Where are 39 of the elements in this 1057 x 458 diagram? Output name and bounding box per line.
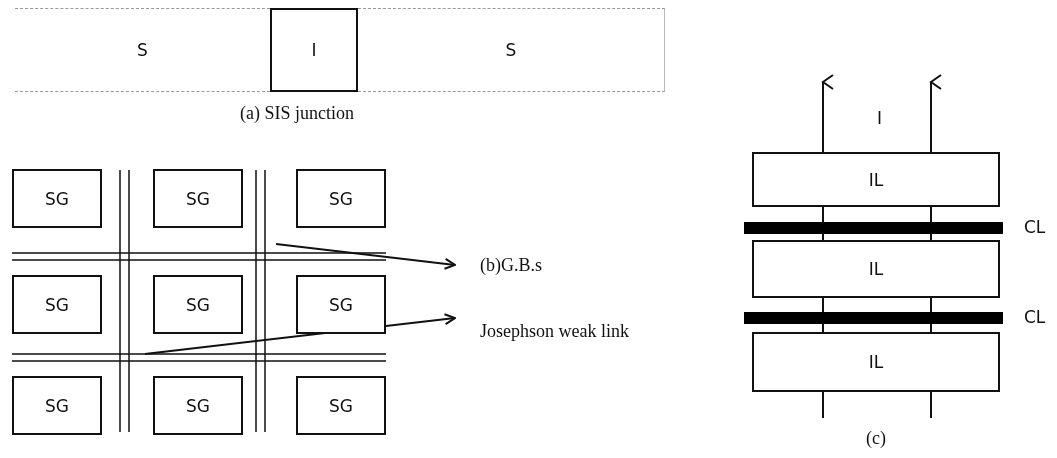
insulating-layer xyxy=(752,240,1000,298)
region-label: S xyxy=(137,40,148,60)
callout-text: Josephson weak link xyxy=(480,306,630,356)
conducting-layer xyxy=(744,222,1003,234)
region-label: SG xyxy=(186,294,210,315)
grain-box xyxy=(153,169,243,228)
region-label: IL xyxy=(868,352,884,372)
region-label: SG xyxy=(45,395,69,416)
grain-box xyxy=(12,169,102,228)
insulating-layer xyxy=(752,152,1000,207)
region-label: SG xyxy=(329,294,353,315)
region-label: S xyxy=(505,40,517,60)
region-label: SG xyxy=(329,188,353,209)
region-label: IL xyxy=(868,259,884,279)
region-label: SG xyxy=(45,188,69,209)
callout-text: (b)G.B.s xyxy=(480,252,600,278)
layer-label: CL xyxy=(1024,217,1046,237)
insulator-box xyxy=(270,8,358,92)
grain-box xyxy=(153,275,243,334)
conducting-layer xyxy=(744,312,1003,324)
region-label: SG xyxy=(329,395,353,416)
arrow xyxy=(275,243,456,270)
region-label: I xyxy=(311,40,317,60)
grain-box xyxy=(153,376,243,435)
region-label: IL xyxy=(868,169,884,190)
region-label: SG xyxy=(45,294,69,315)
layer-label: CL xyxy=(1024,307,1046,327)
region-label: SG xyxy=(186,395,210,416)
current-label: I xyxy=(877,108,882,128)
caption: (a) SIS junction xyxy=(240,103,354,124)
grain-box xyxy=(296,376,386,435)
superconductor-region xyxy=(358,8,665,92)
region-label: SG xyxy=(186,188,210,209)
grain-box xyxy=(296,275,386,334)
grain-box xyxy=(12,376,102,435)
grain-box xyxy=(296,169,386,228)
insulating-layer xyxy=(752,332,1000,392)
grain-box xyxy=(12,275,102,334)
caption: (c) xyxy=(866,428,886,449)
